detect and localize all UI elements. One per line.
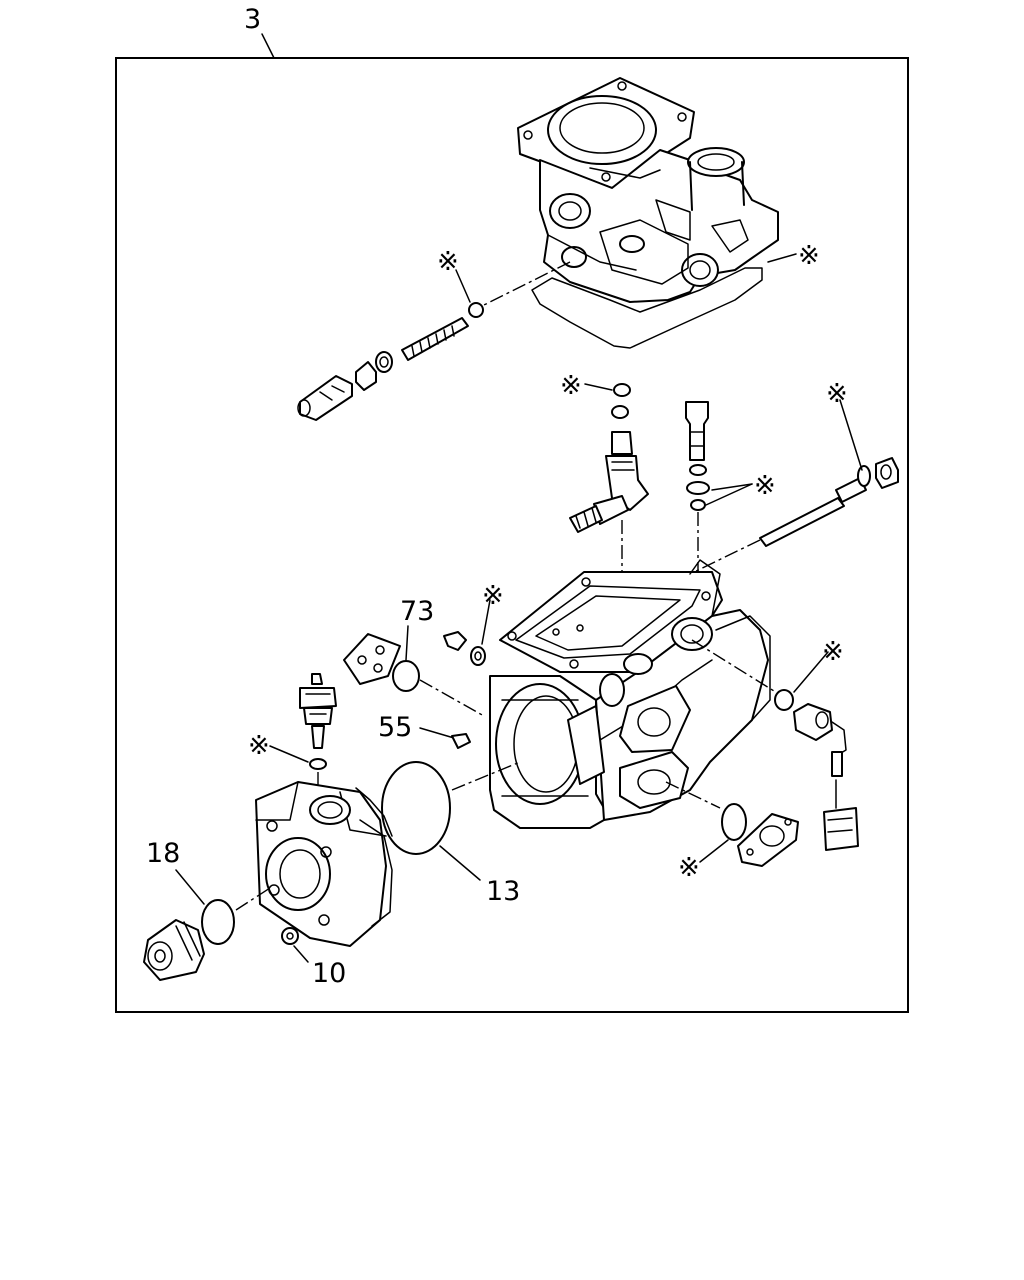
part-10-small-nut: 10 — [281, 927, 346, 989]
assembly-number-label: 3 — [244, 4, 261, 35]
oring-upper-star-marker: ※ — [437, 247, 459, 277]
lower-left-housing — [235, 781, 393, 947]
callout-55: 55 — [378, 712, 412, 743]
part-55-pin: 55 — [378, 712, 471, 749]
upper-housing-cover — [517, 77, 779, 303]
bolt-washer-star-marker: ※ — [482, 581, 504, 611]
callout-10: 10 — [312, 958, 346, 989]
cover-gasket — [531, 267, 763, 349]
rod-oring-star-marker: ※ — [826, 379, 848, 409]
sensor-oring-star-marker: ※ — [248, 731, 270, 761]
oring-top-center-star-marker: ※ — [560, 371, 582, 401]
cover-gasket-leader — [767, 253, 797, 263]
assembly-frame — [115, 57, 909, 1013]
right-temperature-sensor: ※ — [774, 637, 859, 851]
callout-13: 13 — [486, 876, 520, 907]
left-pressure-sensor: ※ — [248, 673, 337, 808]
plunger-orings-star-marker: ※ — [754, 471, 776, 501]
long-rod-assembly: ※ — [689, 379, 899, 575]
sensor-right-oring-star-marker: ※ — [822, 637, 844, 667]
part-18-oring-plug: 18 — [143, 838, 235, 981]
main-pump-body — [489, 559, 771, 829]
center-solenoid-valve: ※ — [560, 371, 649, 610]
callout-18: 18 — [146, 838, 180, 869]
assembly-leader-line — [261, 33, 275, 59]
part-73-plate-oring: 73 — [343, 596, 485, 717]
callout-73: 73 — [400, 596, 434, 627]
bolt-with-washer: ※ — [443, 581, 504, 666]
main-body-port-leader — [691, 639, 783, 697]
part-13-large-oring: 13 — [381, 761, 520, 907]
lower-right-cover-plate: ※ — [665, 781, 799, 883]
cover-gasket-star-marker: ※ — [798, 241, 820, 271]
plate-oring-star-marker: ※ — [678, 853, 700, 883]
upper-left-valve-train: ※ — [297, 247, 571, 421]
right-plunger-assembly: ※ — [685, 401, 776, 600]
